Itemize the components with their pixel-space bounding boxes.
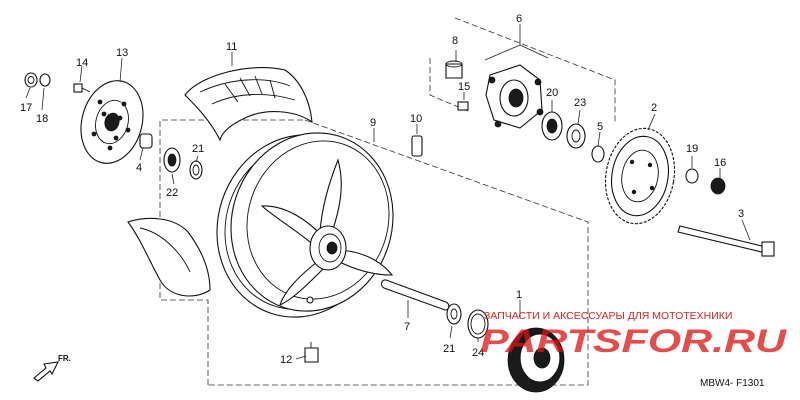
rear-wheel-part — [216, 132, 394, 318]
part-label-6: 6 — [516, 13, 522, 25]
part-label-3: 3 — [738, 208, 744, 220]
tire-tread-part — [184, 67, 313, 142]
watermark-caption: ЗАПЧАСТИ И АКСЕССУАРЫ ДЛЯ МОТОТЕХНИКИ — [484, 310, 732, 322]
part-label-9: 9 — [370, 117, 376, 129]
part-label-11: 11 — [226, 41, 237, 53]
part-label-4: 4 — [136, 162, 142, 174]
part-label-16: 16 — [714, 157, 726, 169]
sprocket-hub-part — [445, 60, 605, 163]
part-label-14: 14 — [76, 57, 88, 69]
part-label-19: 19 — [686, 143, 698, 155]
part-label-23: 23 — [574, 97, 586, 109]
part-label-13: 13 — [116, 47, 128, 59]
part-label-18: 18 — [36, 113, 48, 125]
diagram-code: MBW4- F1301 — [700, 378, 765, 389]
front-direction-label: FR. — [58, 354, 71, 363]
part-label-20: 20 — [546, 87, 558, 99]
brake-disc-part — [80, 80, 144, 164]
part-label-15: 15 — [458, 81, 470, 93]
damper-part — [507, 327, 565, 393]
part-label-10: 10 — [410, 113, 422, 125]
part-labels: 1 2 3 4 5 6 7 8 9 10 11 12 13 14 15 16 1… — [20, 13, 744, 366]
axle-part — [677, 168, 775, 257]
watermark-logo: PARTSFOR.RU — [480, 323, 787, 359]
part-label-5: 5 — [597, 121, 603, 133]
part-label-21-rear: 21 — [443, 343, 455, 355]
front-direction-indicator: FR. — [33, 354, 71, 382]
tire-lower-part — [127, 217, 211, 297]
part-label-24: 24 — [472, 347, 484, 359]
small-hardware — [24, 72, 489, 363]
part-label-21-front: 21 — [192, 143, 204, 155]
leader-lines — [25, 24, 751, 360]
part-label-2: 2 — [651, 102, 657, 114]
part-label-17: 17 — [20, 102, 32, 114]
part-label-22: 22 — [166, 187, 178, 199]
driven-sprocket-part — [604, 127, 676, 225]
part-label-1: 1 — [516, 289, 522, 301]
part-label-8: 8 — [452, 35, 458, 47]
watermark: ЗАПЧАСТИ И АКСЕССУАРЫ ДЛЯ МОТОТЕХНИКИ PA… — [480, 310, 787, 359]
part-label-7: 7 — [404, 321, 410, 333]
part-label-12: 12 — [280, 354, 292, 366]
front-direction-arrow-icon — [33, 361, 59, 382]
